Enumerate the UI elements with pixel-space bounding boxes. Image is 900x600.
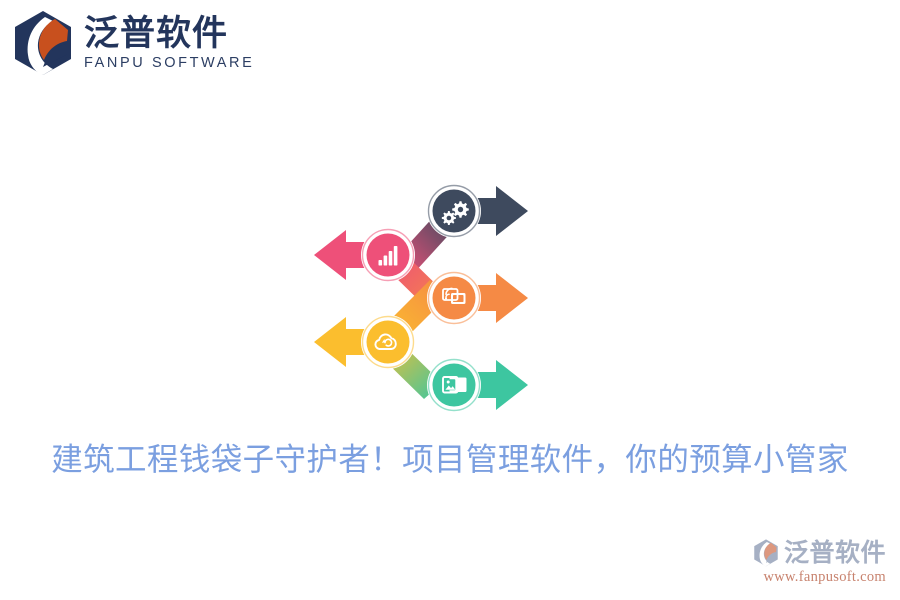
watermark: 泛普软件 www.fanpusoft.com — [753, 539, 886, 586]
brand-text-block: 泛普软件 FANPU SOFTWARE — [84, 14, 254, 72]
screen-cast-icon — [442, 287, 466, 304]
watermark-url: www.fanpusoft.com — [763, 569, 886, 585]
node-cloud-sync[interactable] — [361, 315, 415, 369]
cloud-sync-icon — [374, 333, 397, 350]
gears-icon — [441, 201, 469, 226]
image-gallery-icon — [442, 376, 467, 394]
bar-chart-icon — [378, 246, 398, 266]
node-gears[interactable] — [427, 184, 481, 238]
node-screen-cast[interactable] — [427, 271, 481, 325]
page-headline: 建筑工程钱袋子守护者！项目管理软件，你的预算小管家 — [51, 442, 849, 478]
brand-name-cn: 泛普软件 — [84, 14, 229, 54]
fanpu-hexagon-logo-icon — [12, 10, 74, 76]
brand-name-en: FANPU SOFTWARE — [84, 54, 255, 71]
zigzag-arrow-infographic — [296, 168, 548, 412]
watermark-brand-row: 泛普软件 — [753, 539, 886, 567]
brand-header: 泛普软件 FANPU SOFTWARE — [12, 10, 254, 76]
fanpu-hexagon-watermark-icon — [753, 539, 779, 567]
node-image-gallery[interactable] — [427, 358, 481, 412]
node-bar-chart[interactable] — [361, 228, 415, 282]
watermark-brand-name: 泛普软件 — [783, 538, 886, 567]
